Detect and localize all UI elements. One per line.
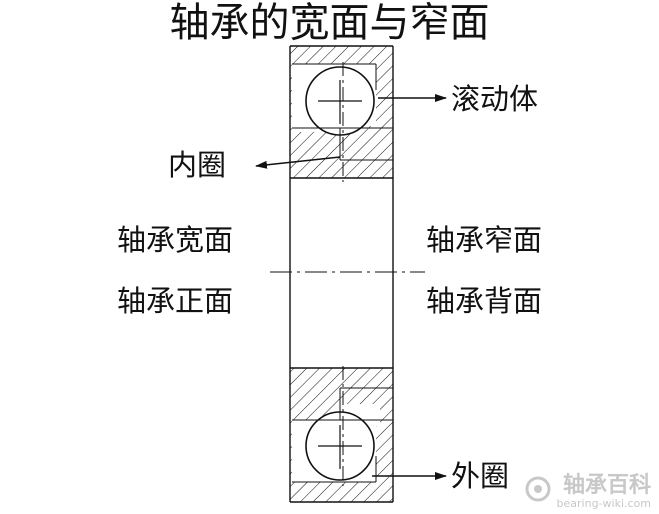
label-front-face: 轴承正面 [117,284,234,318]
label-wide-face: 轴承宽面 [117,223,234,257]
watermark: 轴承百科 bearing-wiki.com [525,473,651,510]
label-inner-ring: 内圈 [168,148,227,182]
watermark-name: 轴承百科 [562,473,651,498]
inner-ring-arrow [255,156,341,169]
label-back-face: 轴承背面 [426,284,543,318]
top-inner-ring [290,128,393,178]
bearing-logo-icon [525,476,551,502]
diagram-title: 轴承的宽面与窄面 [169,0,490,46]
label-outer-ring: 外圈 [451,459,510,493]
watermark-url: bearing-wiki.com [556,497,651,510]
label-narrow-face: 轴承窄面 [426,223,543,257]
label-rolling-element: 滚动体 [451,82,539,116]
